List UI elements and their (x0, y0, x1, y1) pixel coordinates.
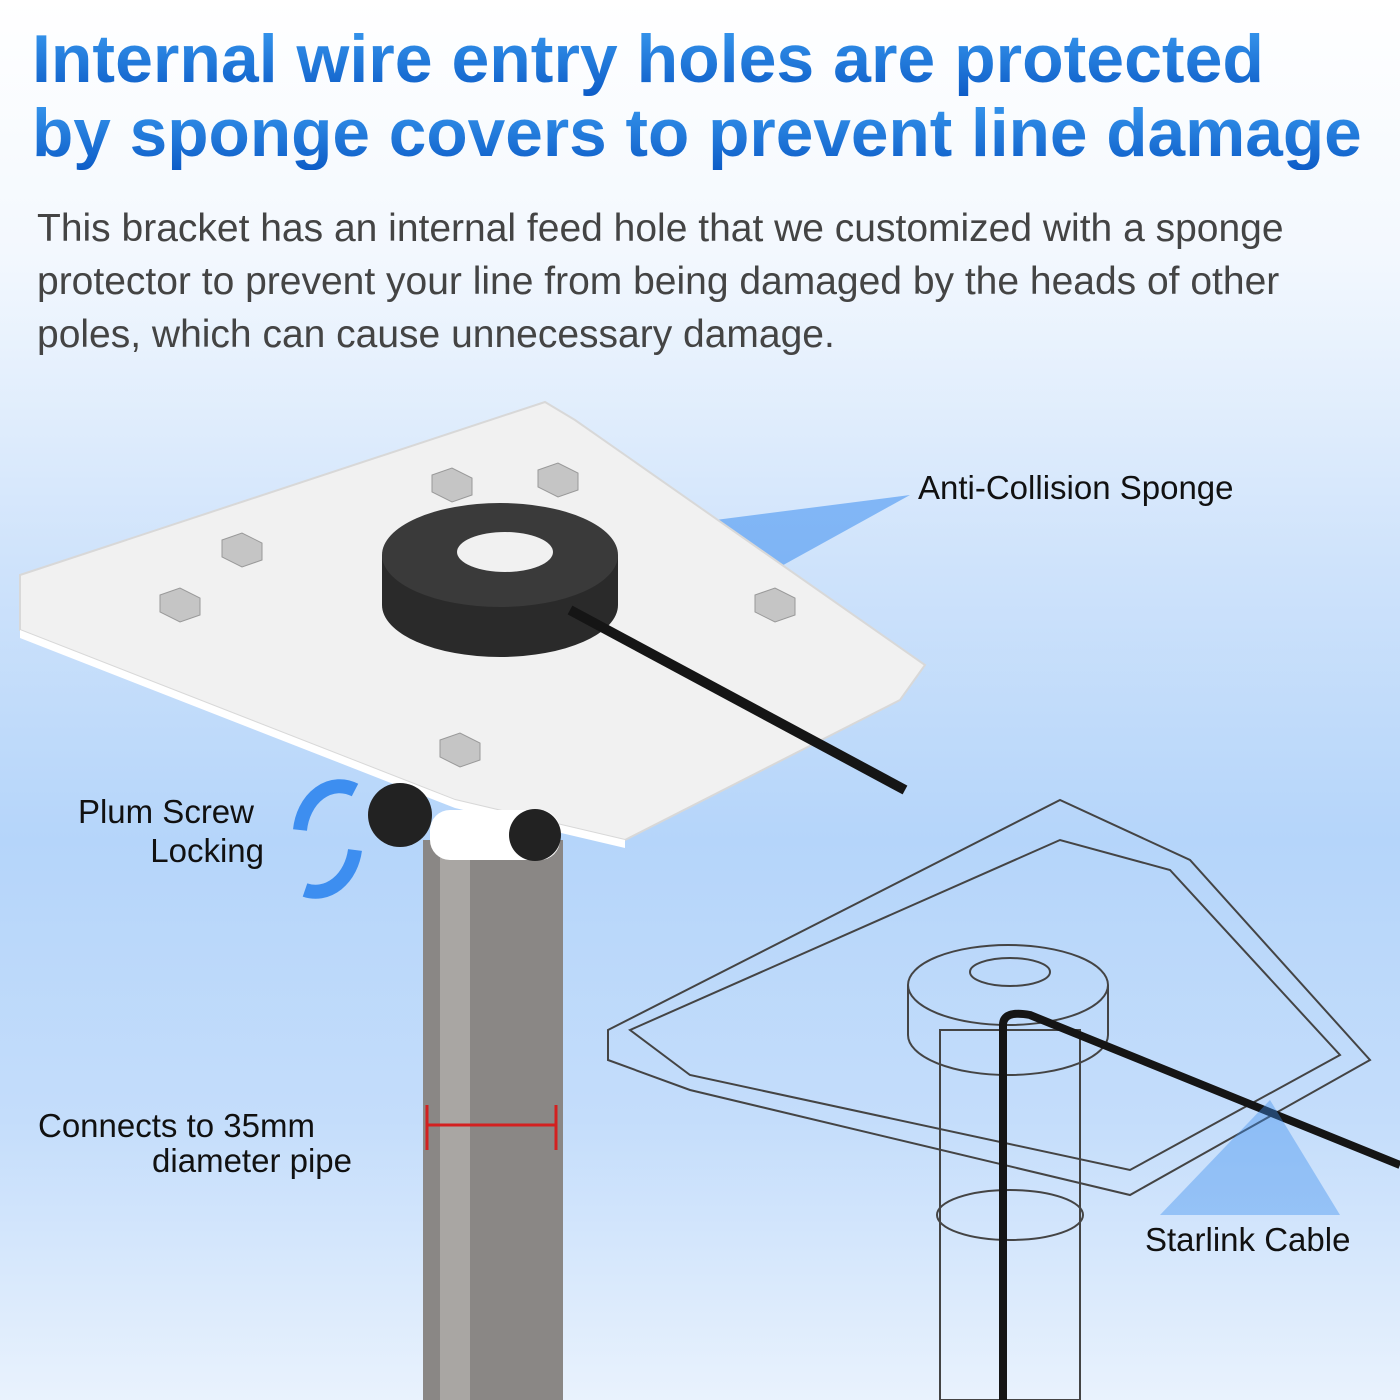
diameter-measure-icon (425, 1105, 558, 1150)
headline: Internal wire entry holes are protected … (32, 22, 1372, 170)
pipe-label-line-1: Connects to 35mm (38, 1107, 315, 1144)
description: This bracket has an internal feed hole t… (37, 207, 1284, 356)
headline-line-1: Internal wire entry holes are protected (32, 21, 1264, 97)
wireframe-diagram (607, 798, 1372, 1400)
lock-label-line-1: Plum Screw (77, 793, 254, 830)
cable (567, 605, 908, 795)
rotate-arrows-icon (293, 779, 362, 899)
plum-screw-knob-icon (368, 783, 432, 847)
pipe-label-line-2: diameter pipe (152, 1142, 352, 1179)
headline-line-2: by sponge covers to prevent line damage (32, 95, 1362, 171)
nut-icons (159, 462, 796, 768)
lock-label-line-2: Locking (150, 832, 264, 869)
cable-callout-beam (1160, 1100, 1340, 1215)
sponge-icon (382, 503, 618, 657)
wireframe-cable (999, 1009, 1400, 1400)
cable-label: Starlink Cable (1145, 1221, 1351, 1258)
sponge-label: Anti-Collision Sponge (918, 469, 1234, 506)
